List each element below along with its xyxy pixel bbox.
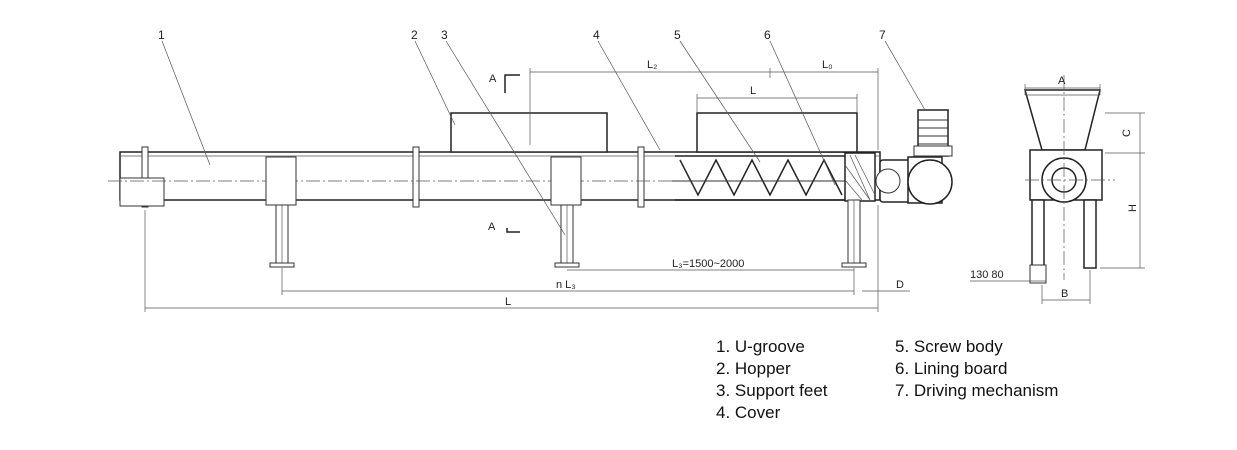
dimension-lines: [144, 68, 910, 312]
dim-n-l3: n L₃: [556, 279, 576, 291]
end-view: [970, 75, 1145, 304]
legend-item: 1. U-groove: [716, 337, 805, 356]
trough-flanges: [141, 146, 645, 208]
dim-l: L: [750, 85, 756, 97]
hopper-left: [450, 112, 608, 153]
side-view: [108, 40, 953, 312]
legend-item: 3. Support feet: [716, 381, 828, 400]
dim-h: H: [1127, 204, 1139, 212]
dim-l0: L₀: [822, 59, 833, 71]
hopper-right: [696, 112, 858, 153]
section-mark-a-top: A: [489, 73, 497, 85]
dim-offsets: 130 80: [970, 269, 1004, 281]
legend-right: 5. Screw body 6. Lining board 7. Driving…: [895, 336, 1058, 402]
dim-c: C: [1121, 129, 1133, 137]
dim-b: B: [1061, 288, 1068, 300]
callout-5: 5: [674, 28, 681, 42]
callout-2: 2: [411, 28, 418, 42]
callout-numbers: 1 2 3 4 5 6 7: [158, 28, 886, 42]
legend-item: 6. Lining board: [895, 359, 1008, 378]
legend-left: 1. U-groove 2. Hopper 3. Support feet 4.…: [716, 336, 828, 424]
section-mark-a-bottom: A: [488, 221, 496, 233]
legend-item: 7. Driving mechanism: [895, 381, 1059, 400]
lining-board: [844, 152, 876, 202]
dim-l-total: L: [505, 296, 511, 308]
leader-lines: [161, 40, 926, 236]
callout-1: 1: [158, 28, 165, 42]
dim-d: D: [896, 279, 904, 291]
callout-4: 4: [593, 28, 600, 42]
driving-mechanism: [875, 109, 953, 205]
dim-l2: L₂: [647, 59, 657, 71]
u-groove-trough: [119, 151, 881, 201]
dimension-labels: L₂ L₀ L L₃=1500~2000 n L₃ D L A A A C H …: [488, 59, 1139, 308]
legend-item: 4. Cover: [716, 403, 781, 422]
legend-item: 2. Hopper: [716, 359, 791, 378]
inlet-block: [119, 177, 165, 207]
support-feet: [265, 156, 867, 268]
callout-6: 6: [764, 28, 771, 42]
callout-7: 7: [879, 28, 886, 42]
dim-a-end: A: [1058, 75, 1066, 87]
section-marks: [504, 74, 520, 233]
end-hopper: [1024, 89, 1101, 151]
legend-item: 5. Screw body: [895, 337, 1003, 356]
callout-3: 3: [441, 28, 448, 42]
dim-l3-range: L₃=1500~2000: [672, 258, 744, 270]
screw-body: [672, 155, 850, 201]
